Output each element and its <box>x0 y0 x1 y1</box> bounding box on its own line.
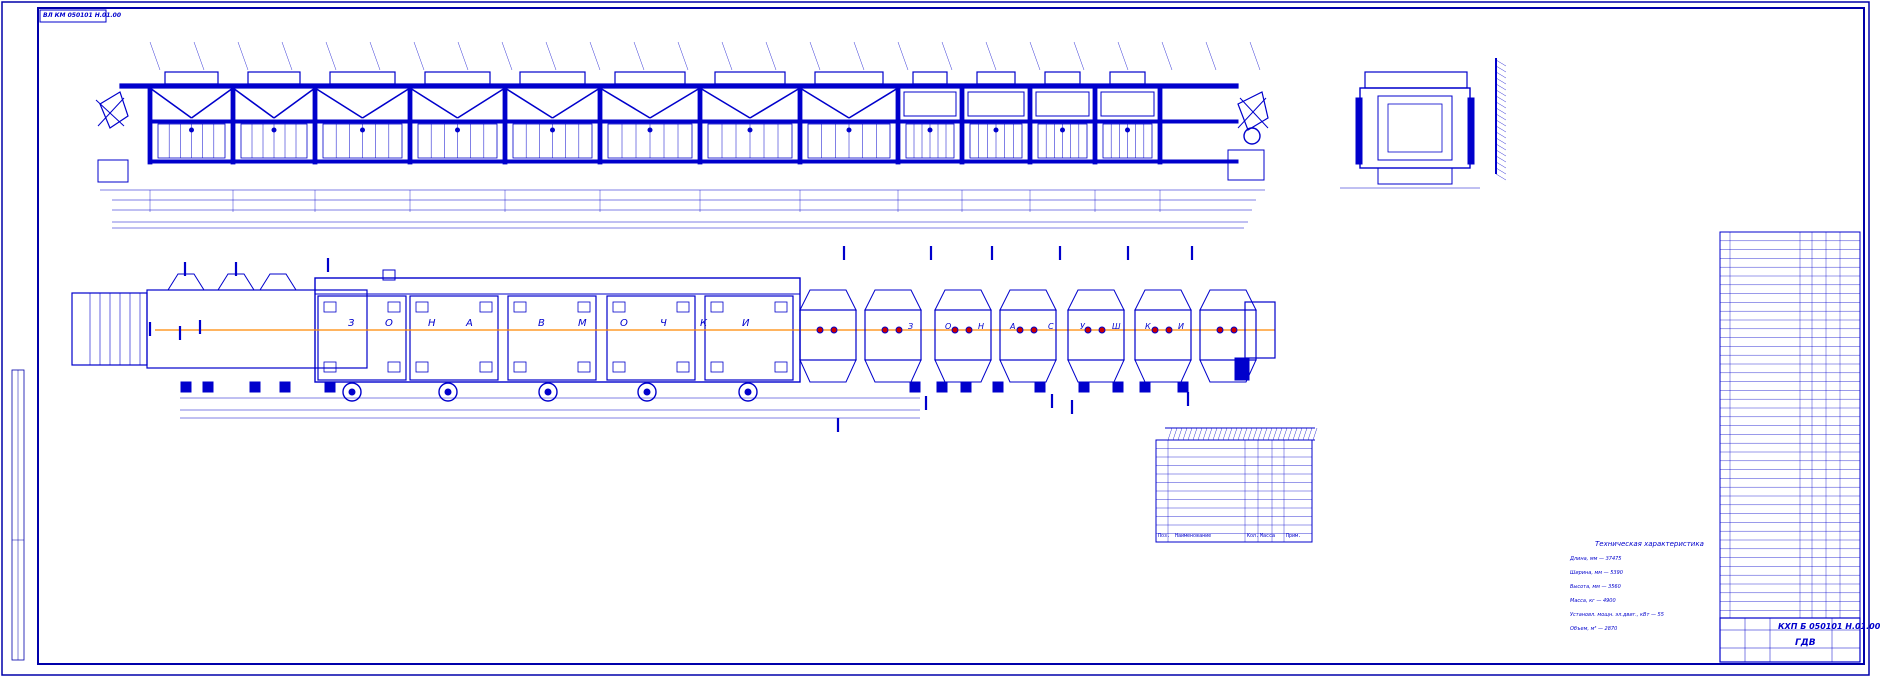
tech-line: Ширина, мм — 5390 <box>1570 570 1623 576</box>
tech-line: Длина, мм — 37475 <box>1570 556 1622 562</box>
zone-letter: В <box>538 318 545 329</box>
zone-letter: К <box>1145 322 1151 331</box>
inner-frame <box>37 7 1865 665</box>
spec-header-cell: Наименование <box>1175 533 1212 539</box>
zone-letter: Ш <box>1112 322 1121 331</box>
tech-line: Установл. мощн. эл.двиг., кВт — 55 <box>1570 612 1664 618</box>
zone-letter: С <box>1048 322 1054 331</box>
spec-header-cell: Поз. <box>1158 533 1171 539</box>
end-view <box>1340 58 1507 189</box>
zone-letter: Ч <box>660 318 667 329</box>
zone-letter: О <box>385 318 393 329</box>
top-stamp-text: ВЛ КМ 050101 Н.01.00 <box>43 12 122 19</box>
tech-line: Объем, м³ — 2870 <box>1570 626 1618 632</box>
zone-letter: К <box>700 318 708 329</box>
zone-letter: У <box>1080 322 1085 331</box>
zone-letter: Н <box>978 322 985 331</box>
tech-line: Высота, мм — 3560 <box>1570 584 1621 590</box>
title-block-name: ГДВ <box>1795 638 1816 648</box>
spec-header-cell: Кол. <box>1247 533 1260 539</box>
zone-letter: З <box>908 322 914 331</box>
zone-letter: И <box>742 318 750 329</box>
zone-letter: М <box>578 318 587 329</box>
plan-view <box>71 246 1318 441</box>
tables <box>1155 231 1861 663</box>
zone-letter: И <box>1178 322 1184 331</box>
tech-title: Техническая характеристика <box>1595 540 1704 548</box>
doc-code: КХП Б 050101 Н.01.00 <box>1778 622 1880 631</box>
zone-letter: О <box>945 322 952 331</box>
zone-letter: О <box>620 318 628 329</box>
zone-letter: А <box>466 318 473 329</box>
spec-header-cell: Масса <box>1260 533 1276 539</box>
spec-header-cell: Прим. <box>1286 533 1302 539</box>
tech-line: Масса, кг — 4900 <box>1570 598 1616 604</box>
zone-letter: А <box>1010 322 1016 331</box>
side-elevation-view <box>95 41 1269 229</box>
zone-letter: З <box>348 318 355 329</box>
zone-letter: Н <box>428 318 436 329</box>
top-stamp-box <box>39 9 107 23</box>
